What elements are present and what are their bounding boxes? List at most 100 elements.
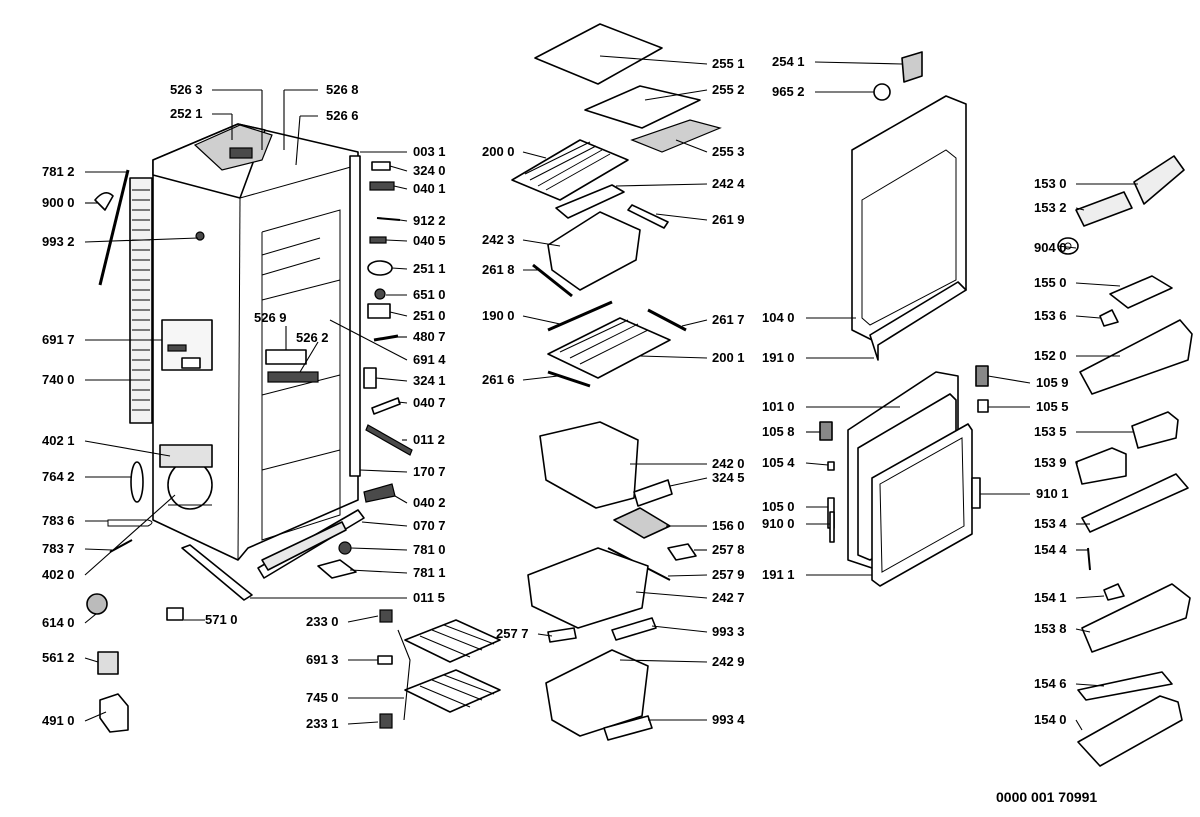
part-label: 781 2 (42, 164, 75, 179)
part-label: 153 0 (1034, 176, 1067, 191)
part-label: 402 0 (42, 567, 75, 582)
part-label: 242 3 (482, 232, 515, 247)
part-label: 526 6 (326, 108, 359, 123)
part-label: 154 1 (1034, 590, 1067, 605)
part-label: 242 4 (712, 176, 745, 191)
part-label: 781 1 (413, 565, 446, 580)
part-label: 561 2 (42, 650, 75, 665)
part-label: 965 2 (772, 84, 805, 99)
part-label: 783 7 (42, 541, 75, 556)
part-label: 154 4 (1034, 542, 1067, 557)
part-label: 783 6 (42, 513, 75, 528)
doors (819, 51, 989, 587)
part-label: 255 1 (712, 56, 745, 71)
shelves-and-drawers (377, 23, 722, 741)
part-label: 242 7 (712, 590, 745, 605)
part-label: 740 0 (42, 372, 75, 387)
part-label: 993 2 (42, 234, 75, 249)
part-label: 153 6 (1034, 308, 1067, 323)
part-label: 526 8 (326, 82, 359, 97)
part-label: 105 0 (762, 499, 795, 514)
leader-lines (84, 55, 1138, 731)
part-label: 910 0 (762, 516, 795, 531)
part-label: 233 1 (306, 716, 339, 731)
part-label: 691 4 (413, 352, 446, 367)
part-label: 691 7 (42, 332, 75, 347)
part-label: 252 1 (170, 106, 203, 121)
part-label: 105 9 (1036, 375, 1069, 390)
part-label: 153 9 (1034, 455, 1067, 470)
part-label: 255 3 (712, 144, 745, 159)
part-label: 261 9 (712, 212, 745, 227)
part-label: 993 4 (712, 712, 745, 727)
part-label: 011 2 (413, 432, 445, 447)
part-label: 324 1 (413, 373, 446, 388)
part-label: 324 5 (712, 470, 745, 485)
part-label: 242 9 (712, 654, 745, 669)
part-label: 257 8 (712, 542, 745, 557)
part-label: 491 0 (42, 713, 75, 728)
part-label: 324 0 (413, 163, 446, 178)
door-bins (1057, 155, 1193, 767)
drawing-number: 0000 001 70991 (996, 789, 1098, 805)
part-label: 254 1 (772, 54, 805, 69)
part-label: 153 4 (1034, 516, 1067, 531)
part-label: 691 3 (306, 652, 339, 667)
part-label: 255 2 (712, 82, 745, 97)
part-label: 651 0 (413, 287, 446, 302)
part-label: 781 0 (413, 542, 446, 557)
part-label: 156 0 (712, 518, 745, 533)
part-label: 170 7 (413, 464, 446, 479)
part-label: 200 1 (712, 350, 745, 365)
part-label: 900 0 (42, 195, 75, 210)
part-label: 040 1 (413, 181, 446, 196)
part-label: 251 0 (413, 308, 446, 323)
part-label: 104 0 (762, 310, 795, 325)
part-label: 614 0 (42, 615, 75, 630)
part-label: 070 7 (413, 518, 446, 533)
refrigerator-cabinet (86, 123, 413, 733)
part-label: 912 2 (413, 213, 446, 228)
part-label: 101 0 (762, 399, 795, 414)
part-label: 480 7 (413, 329, 446, 344)
part-label: 200 0 (482, 144, 515, 159)
part-label: 105 4 (762, 455, 795, 470)
part-label: 040 2 (413, 495, 446, 510)
part-label: 191 0 (762, 350, 795, 365)
part-label: 153 8 (1034, 621, 1067, 636)
part-label: 261 6 (482, 372, 515, 387)
part-label: 526 9 (254, 310, 287, 325)
part-label: 154 0 (1034, 712, 1067, 727)
part-label: 745 0 (306, 690, 339, 705)
part-label: 152 0 (1034, 348, 1067, 363)
part-label: 526 3 (170, 82, 203, 97)
part-number-labels: 526 3 526 8 252 1 526 6 003 1 324 0 040 … (42, 54, 1069, 731)
part-label: 261 7 (712, 312, 745, 327)
part-label: 155 0 (1034, 275, 1067, 290)
part-label: 190 0 (482, 308, 515, 323)
part-label: 526 2 (296, 330, 329, 345)
part-label: 011 5 (413, 590, 445, 605)
part-label: 105 5 (1036, 399, 1069, 414)
part-label: 154 6 (1034, 676, 1067, 691)
part-label: 242 0 (712, 456, 745, 471)
part-label: 003 1 (413, 144, 446, 159)
part-label: 910 1 (1036, 486, 1069, 501)
part-label: 261 8 (482, 262, 515, 277)
part-label: 153 2 (1034, 200, 1067, 215)
part-label: 153 5 (1034, 424, 1067, 439)
part-label: 257 9 (712, 567, 745, 582)
part-label: 257 7 (496, 626, 529, 641)
part-label: 402 1 (42, 433, 75, 448)
part-label: 764 2 (42, 469, 75, 484)
part-label: 993 3 (712, 624, 745, 639)
part-label: 040 5 (413, 233, 446, 248)
part-label: 251 1 (413, 261, 446, 276)
part-label: 571 0 (205, 612, 238, 627)
part-label: 040 7 (413, 395, 446, 410)
part-label: 191 1 (762, 567, 795, 582)
part-label: 105 8 (762, 424, 795, 439)
part-label: 233 0 (306, 614, 339, 629)
part-label: 904 0 (1034, 240, 1067, 255)
